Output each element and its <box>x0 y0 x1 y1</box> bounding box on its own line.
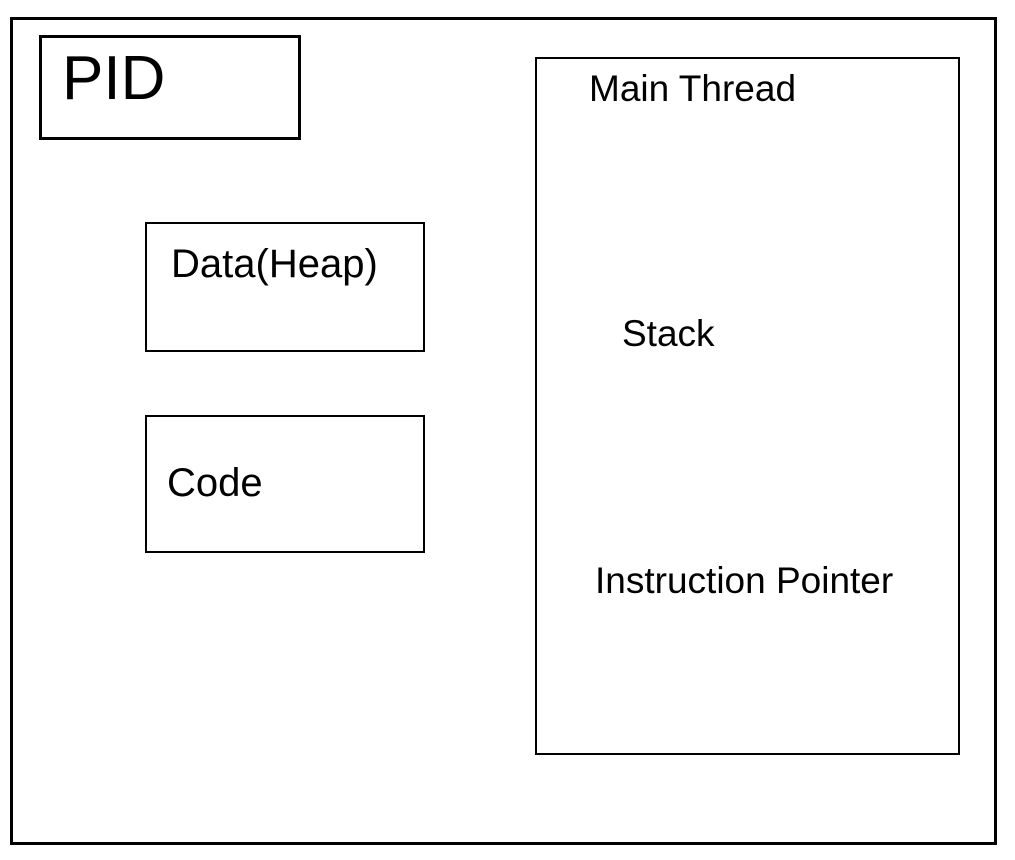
code-label: Code <box>167 461 263 505</box>
stack-label: Stack <box>622 313 715 354</box>
main-thread-box: Main Thread Stack Instruction Pointer <box>535 57 960 755</box>
process-box: PID Data(Heap) Code Main Thread Stack In… <box>10 17 997 845</box>
main-thread-label: Main Thread <box>589 68 797 109</box>
data-heap-box: Data(Heap) <box>145 222 425 352</box>
instruction-pointer-label: Instruction Pointer <box>595 560 894 601</box>
data-heap-label: Data(Heap) <box>171 242 378 286</box>
pid-label: PID <box>62 44 166 113</box>
code-box: Code <box>145 415 425 553</box>
pid-box: PID <box>39 35 301 140</box>
